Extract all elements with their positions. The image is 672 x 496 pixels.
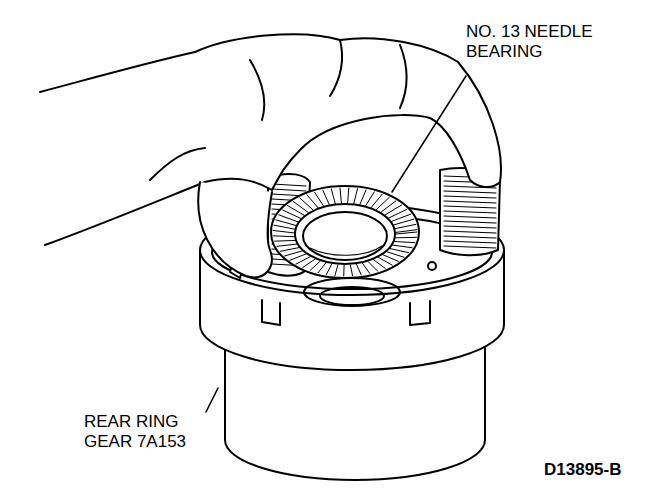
thumb (198, 182, 272, 277)
gear-tooth (444, 221, 496, 223)
gear-tooth (444, 191, 496, 193)
finger-line (400, 45, 407, 108)
needle-roller (290, 254, 306, 260)
needle-roller (307, 195, 318, 208)
needle-roller (378, 257, 392, 265)
needle-roller (273, 235, 294, 237)
skin-line (150, 148, 205, 180)
gear-tooth (444, 236, 496, 238)
needle-roller (387, 252, 404, 257)
gear-tooth (444, 211, 496, 213)
needle-roller (393, 245, 413, 248)
part-label: REAR RING GEAR 7A153 (84, 412, 202, 451)
needle-roller (318, 263, 326, 273)
needle-roller (360, 190, 366, 204)
hub-ring (320, 287, 384, 305)
needle-roller (331, 189, 335, 204)
bore-shade (310, 246, 382, 255)
gear-tooth (444, 226, 496, 228)
needle-roller (394, 219, 414, 225)
needle-roller (374, 260, 386, 269)
needle-roller (343, 265, 344, 276)
figure-code: D13895-B (544, 460, 664, 480)
needle-roller (277, 244, 297, 246)
needle-roller (274, 225, 295, 229)
needle-roller (323, 190, 329, 204)
needle-roller (368, 262, 378, 272)
gear-tooth (272, 189, 306, 191)
knuckle-line (250, 60, 264, 120)
gear-tooth (444, 196, 496, 198)
bearing-inner (295, 204, 395, 264)
hand-outline (40, 34, 501, 245)
hub-ring (304, 278, 400, 306)
needle-roller (310, 261, 320, 270)
part-label-box: NO. 13 NEEDLE BEARING (466, 22, 631, 61)
gear-tooth (444, 241, 496, 243)
needle-roller (285, 251, 303, 256)
part-label-box: REAR RING GEAR 7A153 (84, 412, 202, 451)
bearing-bore (303, 212, 387, 260)
part-label: NO. 13 NEEDLE BEARING (466, 22, 631, 61)
needle-roller (276, 220, 296, 226)
figure-code-box: D13895-B (544, 460, 664, 480)
gear-tooth (444, 246, 496, 248)
needle-roller (340, 188, 341, 203)
drum-tab (262, 300, 280, 325)
needle-roller (273, 230, 294, 232)
gear-tooth (444, 201, 496, 203)
needle-bearing (271, 186, 419, 278)
needle-roller (335, 265, 338, 276)
finger-line (330, 40, 342, 96)
needle-roller (396, 230, 417, 233)
needle-roller (394, 241, 414, 242)
leader-line (392, 76, 466, 192)
needle-roller (354, 189, 358, 204)
needle-roller (326, 264, 331, 275)
bearing-outer (271, 186, 419, 278)
needle-roller (356, 264, 361, 275)
gear-tooth (444, 206, 496, 208)
gear-tooth (444, 231, 496, 233)
needle-roller (275, 240, 296, 242)
needle-roller (287, 206, 304, 216)
needle-roller (396, 237, 417, 238)
needle-roller (381, 201, 396, 212)
needle-roller (383, 255, 399, 262)
needle-roller (280, 248, 299, 252)
needle-roller (395, 224, 416, 228)
needle-roller (315, 192, 324, 206)
hand (40, 34, 501, 277)
leader-line (206, 388, 218, 412)
needle-roller (366, 192, 375, 206)
needle-roller (350, 265, 352, 276)
hub-hole (428, 262, 436, 270)
gear-tooth (444, 216, 496, 218)
needle-roller (392, 214, 411, 221)
needle-roller (348, 188, 349, 203)
needle-roller (390, 249, 409, 253)
gear-tooth (272, 184, 306, 186)
needle-roller (296, 257, 310, 265)
bearing-needles (273, 188, 417, 276)
drum-tab (410, 301, 430, 325)
needle-roller (362, 263, 369, 273)
needle-roller (303, 259, 315, 268)
